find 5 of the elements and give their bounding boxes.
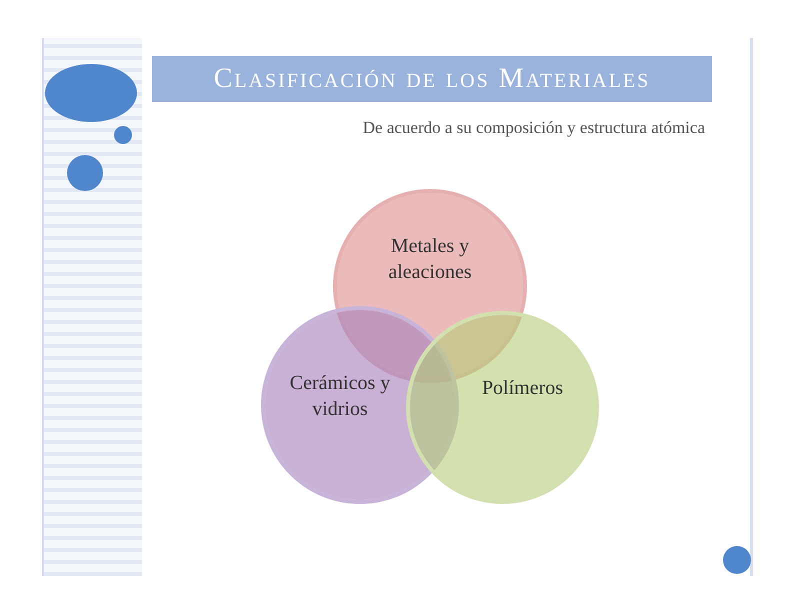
subtitle: De acuerdo a su composición y estructura atómica (362, 118, 705, 138)
circle-label: Polímeros (480, 376, 564, 401)
title-banner: Clasificación de los Materiales (152, 56, 712, 102)
circle-label: Metales y aleaciones (387, 234, 473, 285)
circle-label: Cerámicos y vidrios (288, 371, 392, 422)
